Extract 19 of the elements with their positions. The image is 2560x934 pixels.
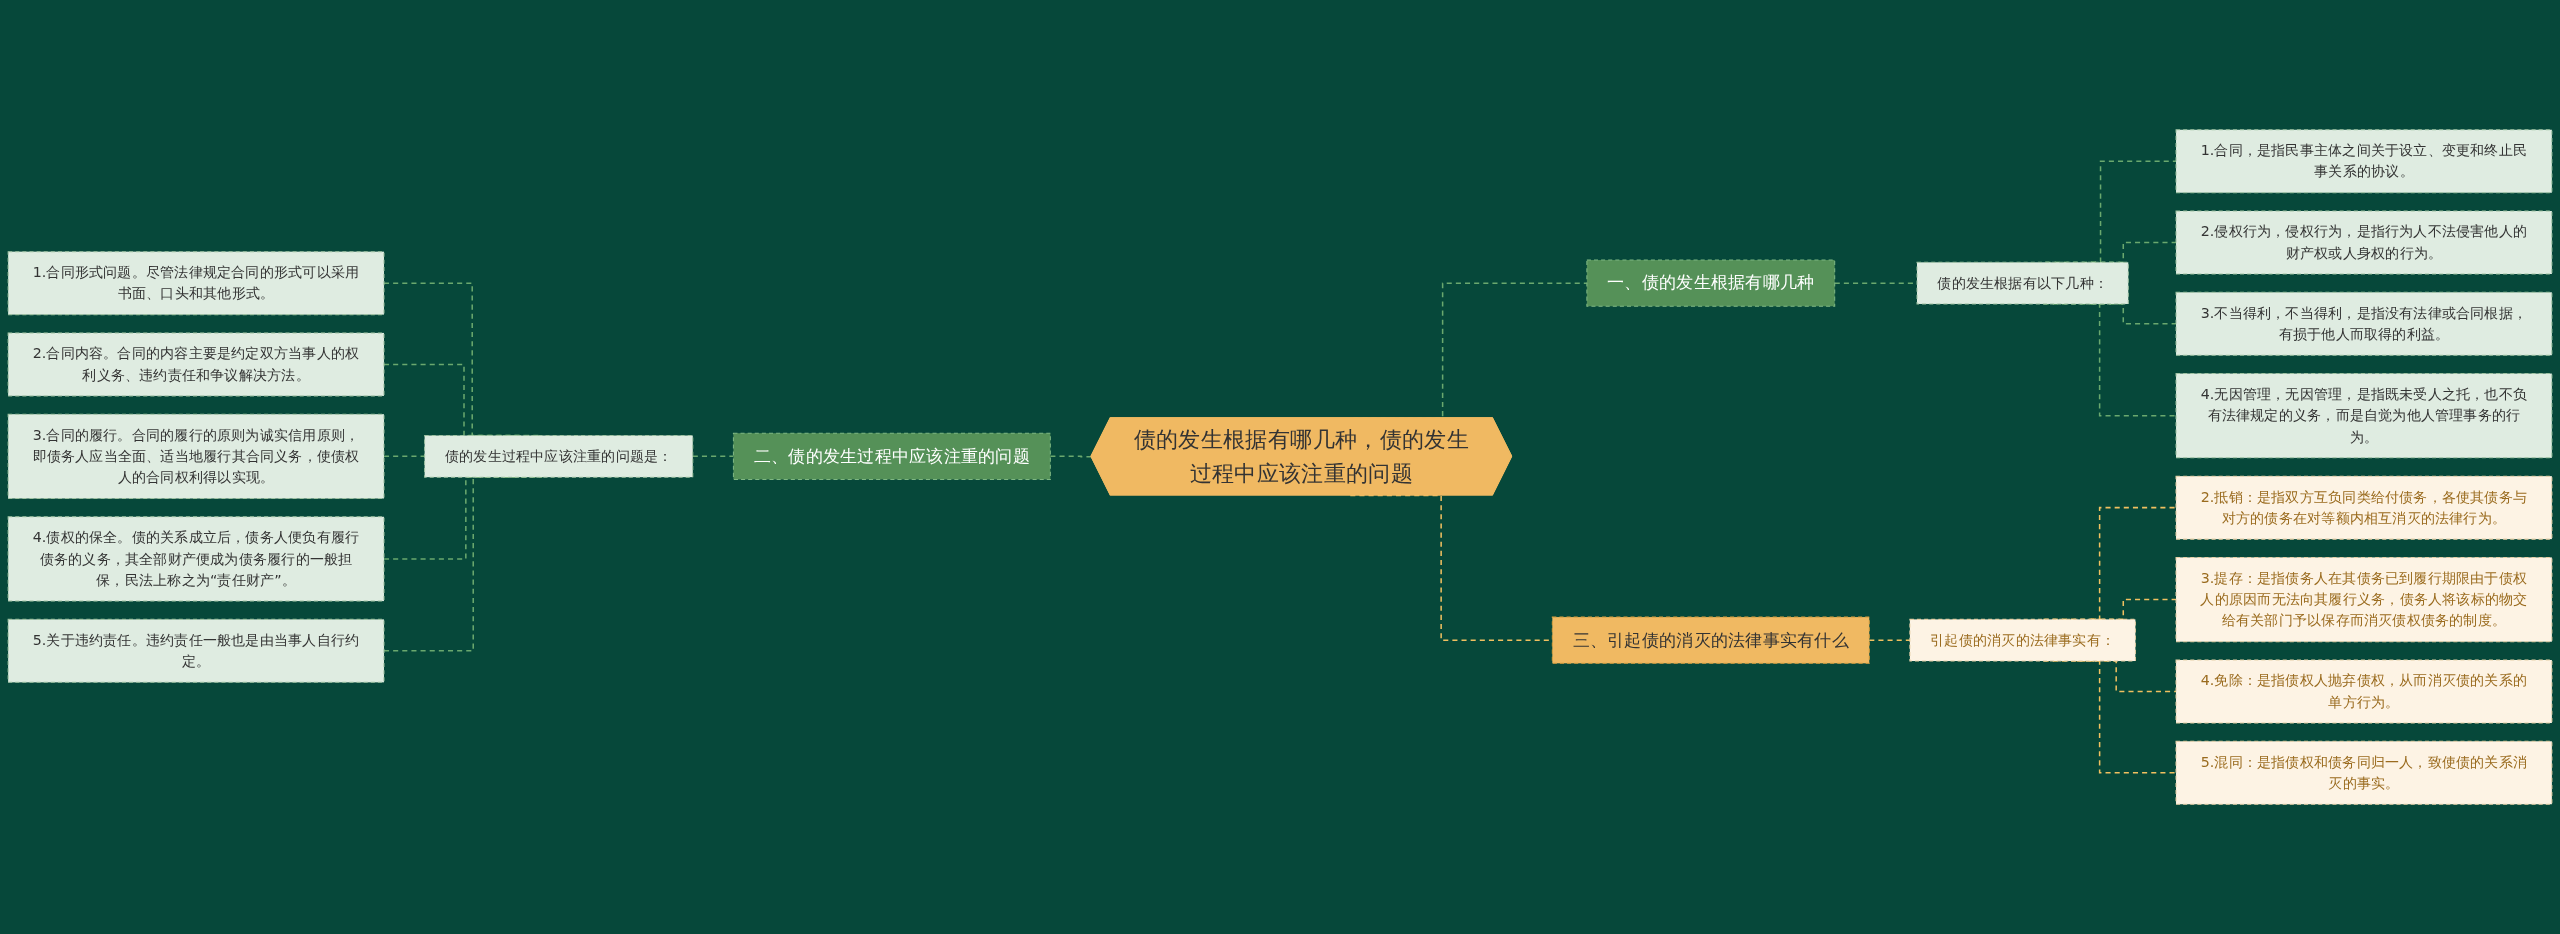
node-box: 一、债的发生根据有哪几种 bbox=[1586, 259, 1836, 307]
node-box: 债的发生根据有以下几种： bbox=[1916, 261, 2129, 305]
node-box: 债的发生过程中应该注重的问题是： bbox=[424, 435, 694, 478]
node-box: 2.侵权行为，侵权行为，是指行为人不法侵害他人的财产权或人身权的行为。 bbox=[2175, 210, 2553, 275]
node-box: 3.提存：是指债务人在其债务已到履行期限由于债权人的原因而无法向其履行义务，债务人将该标的物交给有关部门予以保存而消灭债权债务的制度。 bbox=[2175, 556, 2553, 643]
node-box: 引起债的消灭的法律事实有： bbox=[1909, 618, 2136, 662]
node-box: 2.抵销：是指双方互负同类给付债务，各使其债务与对方的债务在对等额内相互消灭的法律行为。 bbox=[2175, 475, 2553, 540]
node-box: 三、引起债的消灭的法律事实有什么 bbox=[1551, 616, 1870, 664]
node-box: 3.合同的履行。合同的履行的原则为诚实信用原则，即债务人应当全面、适当地履行其合同义务，使债权人的合同权利得以实现。 bbox=[7, 413, 385, 499]
node-box: 1.合同形式问题。尽管法律规定合同的形式可以采用书面、口头和其他形式。 bbox=[7, 251, 385, 316]
node-box: 1.合同，是指民事主体之间关于设立、变更和终止民事关系的协议。 bbox=[2175, 129, 2553, 194]
node-box: 3.不当得利，不当得利，是指没有法律或合同根据，有损于他人而取得的利益。 bbox=[2175, 291, 2553, 356]
node-box: 5.混同：是指债权和债务同归一人，致使债的关系消灭的事实。 bbox=[2175, 740, 2553, 805]
node-box: 4.免除：是指债权人抛弃债权，从而消灭债的关系的单方行为。 bbox=[2175, 659, 2553, 724]
node-box: 2.合同内容。合同的内容主要是约定双方当事人的权利义务、违约责任和争议解决方法。 bbox=[7, 332, 385, 397]
node-box: 二、债的发生过程中应该注重的问题 bbox=[732, 432, 1051, 480]
node-box: 4.债权的保全。债的关系成立后，债务人便负有履行债务的义务，其全部财产便成为债务履行的一般担保，民法上称之为“责任财产”。 bbox=[7, 516, 385, 602]
node-box: 5.关于违约责任。违约责任一般也是由当事人自行约定。 bbox=[7, 618, 385, 683]
node-box: 4.无因管理，无因管理，是指既未受人之托，也不负有法律规定的义务，而是自觉为他人管理事务的行为。 bbox=[2175, 373, 2553, 459]
